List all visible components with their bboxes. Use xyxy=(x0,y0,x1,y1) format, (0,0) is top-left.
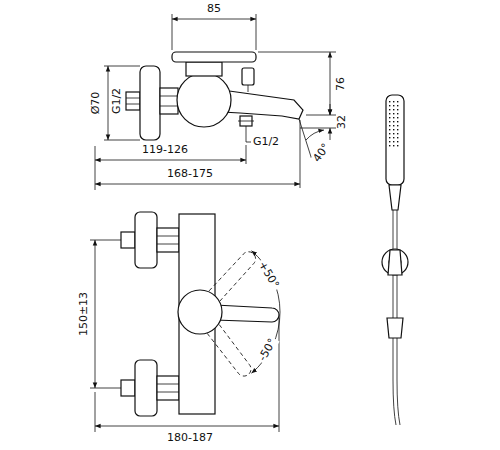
dimension-label: 180-187 xyxy=(165,432,215,444)
dimension-label: 76 xyxy=(335,75,347,93)
thread-label: G1/2 xyxy=(111,86,123,116)
dimension-label: 150±13 xyxy=(78,290,90,338)
thread-label: G1/2 xyxy=(251,136,281,148)
dimension-label: 85 xyxy=(205,3,223,15)
hand-shower xyxy=(382,95,408,425)
side-view xyxy=(95,14,336,190)
dimension-label: 119-126 xyxy=(140,144,190,156)
dimension-label: 168-175 xyxy=(165,168,215,180)
angle-label: 40° xyxy=(310,140,333,166)
angle-label: -50° xyxy=(256,335,280,365)
dimension-label: 32 xyxy=(336,113,348,131)
angle-label: +50° xyxy=(255,258,282,292)
diameter-label: Ø70 xyxy=(90,90,102,117)
front-view xyxy=(90,212,280,432)
